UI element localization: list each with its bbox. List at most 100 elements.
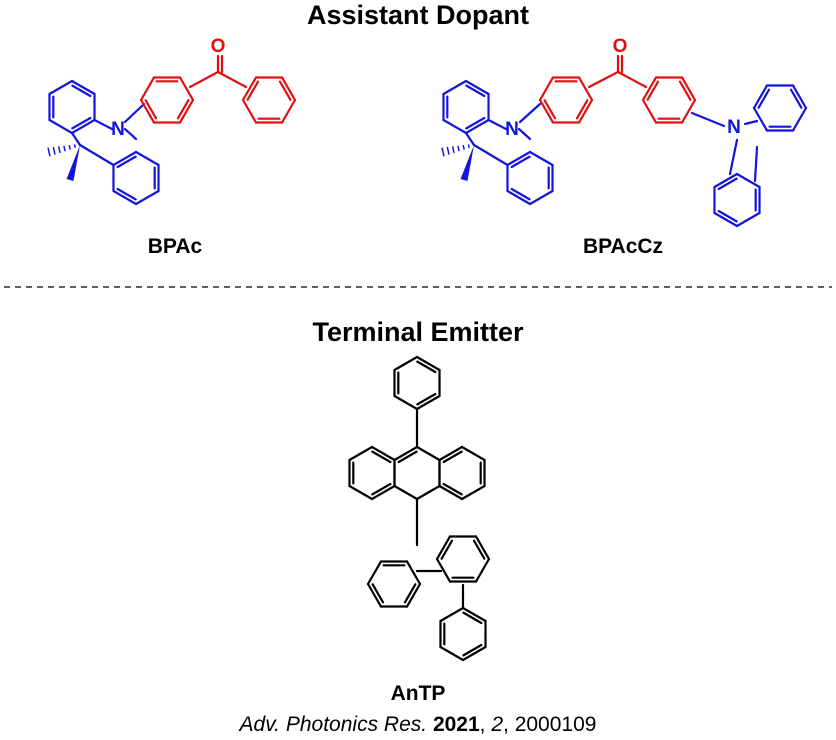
antp-middle-phenyl-ring-bond [435,535,452,561]
antp-terminal-phenyl-ring-double-bond [462,611,483,625]
bpac-upper-donor-ring-double-bond [71,116,92,130]
bpac-acceptor-phenyl-ring-bond [178,98,195,124]
bpac-c9-bond [78,143,115,167]
bpaccz-lower-donor-ring-bond [528,150,554,167]
terminal-emitter-title: Terminal Emitter [312,317,524,347]
bpac-benzoyl-ring-bond [241,76,258,102]
bpaccz-methyl-wedge [460,145,474,181]
antp-lower-phenyl-ring-bond [366,582,383,608]
antp-anthracene-center-ring-bond [393,484,419,501]
antp-anthracene-center-ring-bond [415,484,441,501]
antp-anthracene-left-ring-bond [370,484,396,501]
antp-anthracene-left-ring-bond [370,445,396,462]
bpac-upper-donor-ring-double-bond [71,84,92,98]
bpaccz-methyl-hash [462,144,465,150]
bpaccz-left-acceptor-ring-double-bond [543,99,557,120]
antp-label: AnTP [391,682,446,705]
bpaccz-cz-n-bond [690,111,726,128]
bpac-benzoyl-ring-double-bond [246,80,260,101]
bpac-lower-donor-ring-bond [134,150,160,167]
bpaccz-c9-bond [472,143,509,167]
bpaccz-carbazole-upper-ring-double-bond [757,88,771,109]
antp-lower-phenyl-ring-double-bond [371,583,385,604]
antp-anthracene-right-ring-bond [460,484,486,501]
citation-article: 2000109 [515,713,597,736]
bpaccz-left-acceptor-ring-bond [538,76,555,102]
bpaccz-lower-donor-ring-bond [528,189,554,206]
bpaccz-carbazole-upper-ring-bond [791,106,808,132]
bpac-methyl-hash [68,144,71,150]
antp-top-phenyl-ring-bond [415,394,441,411]
bpaccz-upper-donor-ring-bond [464,79,490,96]
bpaccz-lower-donor-ring-bond [506,189,532,206]
antp-terminal-phenyl-ring-bond [439,645,465,662]
bpaccz-n-bond [487,118,508,131]
bpaccz-carbazole-upper-ring-bond [791,84,808,110]
bpaccz-methyl-hash [457,145,460,152]
antp-middle-phenyl-ring-bond [474,557,491,583]
bpac-upper-donor-ring-bond [48,118,74,135]
bpac-acceptor-phenyl-ring-bond [139,98,156,124]
bpaccz-upper-donor-ring-bond [464,118,490,135]
bpac-c9-bond [70,131,82,147]
bpaccz-carbonyl-bond [616,70,648,89]
bpaccz-right-acceptor-ring-bond [680,76,697,102]
bpaccz-oxygen-atom: O [613,36,628,57]
bpac-carbonyl-bond [216,70,248,89]
bpaccz-methyl-hash [446,146,450,155]
bpac-lower-donor-ring-bond [134,189,160,206]
bpaccz-methyl-hash [441,147,445,157]
antp-middle-phenyl-ring-double-bond [472,539,486,560]
antp-top-phenyl-ring-bond [393,355,419,372]
bpaccz-methyl-hash [451,146,455,154]
bpaccz-c9-bond [464,131,476,147]
antp-middle-phenyl-ring-bond [435,557,452,583]
bpaccz-carbazole-lower-ring-bond [713,211,739,228]
antp-anthracene-left-ring-bond [348,484,374,501]
bpac-acceptor-phenyl-ring-double-bond [144,99,158,120]
citation-journal: Adv. Photonics Res. [238,713,428,736]
antp-terminal-phenyl-ring-bond [439,606,465,623]
bpac-benzoyl-ring-bond [241,98,258,124]
bpac-nitrogen-atom: N [111,119,125,140]
bpaccz-carbonyl-bond [587,70,620,89]
bpac-benzoyl-ring-double-bond [278,80,292,101]
bpaccz-carbazole-bond [743,119,759,126]
antp-top-phenyl-ring-double-bond [416,360,437,374]
bpaccz-n-bond [517,127,532,141]
bpaccz-upper-donor-ring-double-bond [465,116,486,130]
antp-middle-phenyl-ring-bond [474,535,491,561]
bpaccz-right-acceptor-ring-bond [680,98,697,124]
antp-terminal-phenyl-ring-bond [461,645,487,662]
bpaccz-label: BPAcCz [583,235,663,258]
bpac-n-bond [123,127,138,141]
bpac-upper-donor-ring-bond [70,118,96,135]
bpac-oxygen-atom: O [211,36,226,57]
bpaccz-lower-donor-ring-double-bond [510,155,531,169]
bpaccz-carbazole-upper-ring-bond [752,106,769,132]
antp-anthracene-center-ring-bond [415,445,441,462]
antp-top-phenyl-ring-bond [415,355,441,372]
antp-terminal-phenyl-ring-double-bond [462,643,483,657]
bpac-lower-donor-ring-bond [112,150,138,167]
bpac-upper-donor-ring-bond [48,79,74,96]
bpac-methyl-hash [57,146,61,154]
bpaccz-left-acceptor-ring-bond [577,76,594,102]
bpac-methyl-wedge [66,145,80,181]
bpaccz-right-acceptor-ring-bond [641,76,658,102]
antp-top-phenyl-ring-bond [393,394,419,411]
antp-anthracene-left-ring-double-bond [371,482,392,496]
antp-lower-phenyl-ring-bond [405,560,422,586]
bpac-methyl-hash [52,146,56,155]
bpaccz-lower-donor-ring-bond [506,150,532,167]
bpaccz-carbazole-lower-ring-double-bond [717,209,738,223]
bpac-lower-donor-ring-double-bond [116,155,137,169]
bpac-lower-donor-ring-bond [112,189,138,206]
bpac-n-bond [93,118,114,131]
antp-anthracene-center-ring-double-bond [397,450,418,464]
antp-terminal-phenyl-ring-bond [461,606,487,623]
assistant-dopant-title: Assistant Dopant [307,0,529,30]
citation-volume: 2 [490,713,503,736]
antp-anthracene-right-ring-bond [460,445,486,462]
